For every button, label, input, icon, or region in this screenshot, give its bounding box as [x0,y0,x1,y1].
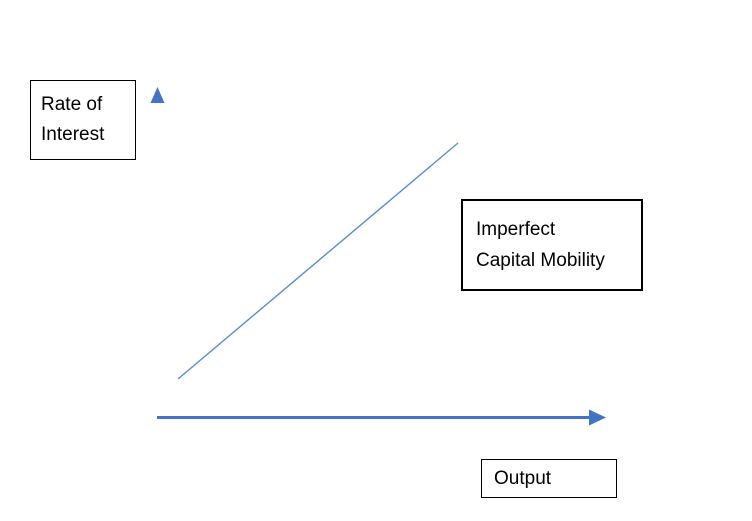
imperfect-capital-mobility-line-2: Capital Mobility [476,250,605,271]
y-axis-arrowhead-icon [150,87,165,103]
x-axis-arrowhead-icon [589,409,606,426]
rate-of-interest-line-2: Interest [41,124,105,145]
imperfect-capital-mobility-curve [177,142,459,380]
label-box-imperfect-capital-mobility: Imperfect Capital Mobility [461,199,643,291]
label-box-rate-of-interest: Rate of Interest [30,80,136,160]
output-line-1: Output [494,467,552,489]
label-box-output: Output [481,459,617,498]
imperfect-capital-mobility-line-1: Imperfect [476,219,556,240]
rate-of-interest-line-1: Rate of [41,94,103,115]
